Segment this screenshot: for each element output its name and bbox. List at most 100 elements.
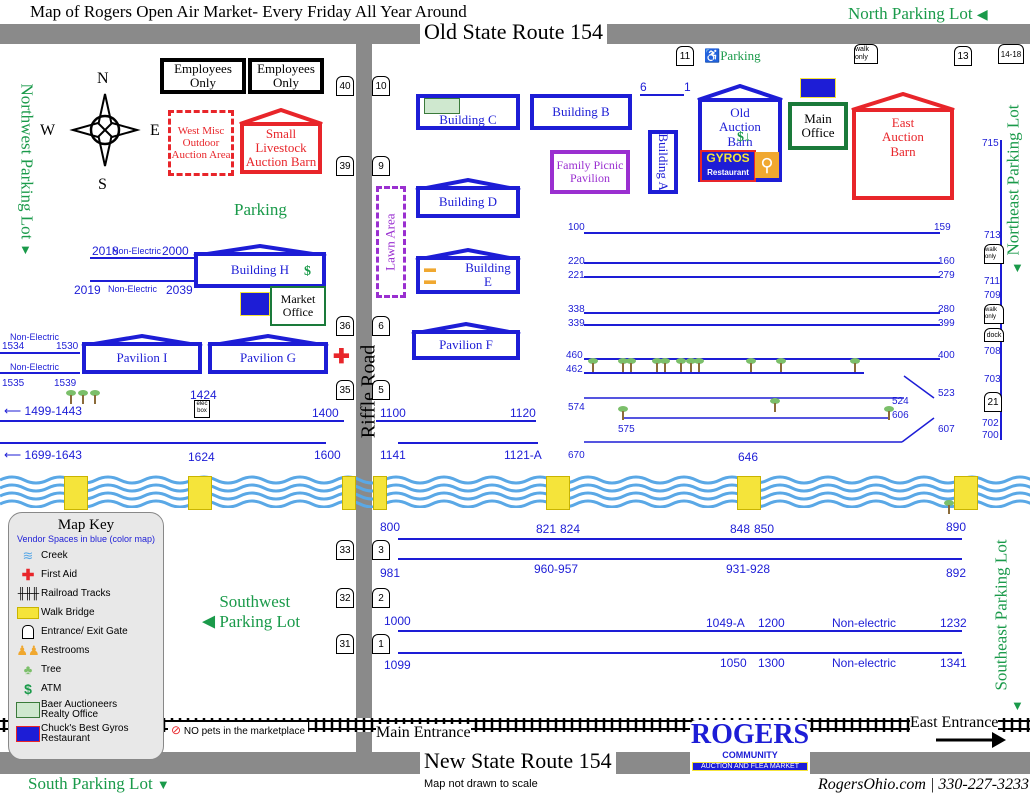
- gate-5[interactable]: 5: [372, 380, 390, 400]
- gate-14-18[interactable]: 14-18: [998, 44, 1024, 64]
- main-entrance-label: Main Entrance: [376, 724, 471, 742]
- east-entrance-arrow-icon: [936, 730, 1006, 750]
- gate-1-label: 1: [378, 638, 384, 650]
- vendor-574: 574: [568, 402, 585, 413]
- gate-3[interactable]: 3: [372, 540, 390, 560]
- tree-icon: [90, 390, 100, 404]
- southeast-arrow-icon: ▼: [1011, 698, 1024, 713]
- gate-13-label: 13: [957, 50, 969, 62]
- vendor-1049-a: 1049-A: [706, 616, 745, 630]
- vendor-100: 100: [568, 222, 585, 233]
- gate-21[interactable]: 21: [984, 392, 1002, 412]
- vendor-523: 523: [938, 388, 955, 399]
- atm-icon: $↓: [737, 130, 751, 145]
- vendor-line-221: [584, 276, 940, 278]
- map-key-subtitle: Vendor Spaces in blue (color map): [16, 534, 156, 544]
- not-to-scale-note: Map not drawn to scale: [424, 778, 538, 790]
- walk-only-label: walk only: [985, 247, 998, 260]
- tree-icon: [884, 406, 894, 420]
- gate-6[interactable]: 6: [372, 316, 390, 336]
- key-row-railroad: ╫╫╫Railroad Tracks: [15, 584, 157, 603]
- tree-icon: [850, 358, 860, 372]
- gate-36[interactable]: 36: [336, 316, 354, 336]
- rogers-logo: ROGERS COMMUNITY AUCTION AND FLEA MARKET: [690, 720, 810, 792]
- south-lot-text: South Parking Lot: [28, 774, 153, 793]
- vendor-lines-523-607: [584, 375, 935, 443]
- tree-icon: [746, 358, 756, 372]
- tree-icon: [660, 358, 670, 372]
- vendor-715: 715: [982, 138, 999, 149]
- gate-10[interactable]: 10: [372, 76, 390, 96]
- vendor-line-981: [398, 558, 962, 560]
- parking-label: Parking: [234, 200, 287, 219]
- gate-35[interactable]: 35: [336, 380, 354, 400]
- small-livestock-label: Small Livestock Auction Barn: [245, 125, 317, 170]
- gate-33[interactable]: 33: [336, 540, 354, 560]
- east-auction-label: East Auction Barn: [882, 115, 924, 159]
- vendor-279: 279: [938, 270, 955, 281]
- gate-31[interactable]: 31: [336, 634, 354, 654]
- southwest-parking-lot-label: ◀ Southwest Parking Lot: [202, 592, 323, 631]
- new-state-route-label: New State Route 154: [420, 748, 616, 774]
- key-row-gyros: Chuck's Best Gyros Restaurant: [15, 722, 157, 746]
- dock-label: dock: [986, 331, 1002, 339]
- main-office: Main Office: [788, 102, 848, 150]
- vendor-2039: 2039: [166, 283, 193, 297]
- vendor-981: 981: [380, 566, 401, 580]
- key-row-baer: Baer Auctioneers Realty Office: [15, 698, 157, 722]
- vendor-890: 890: [946, 520, 967, 534]
- vendor-1099: 1099: [384, 658, 411, 672]
- building-a: Building A: [648, 130, 678, 194]
- gate-walk-only-ne[interactable]: walk only: [984, 244, 1004, 264]
- vendor-339: 339: [568, 318, 585, 329]
- gate-9[interactable]: 9: [372, 156, 390, 176]
- vendor-non-electric-bot: Non-Electric: [108, 284, 158, 294]
- vendor-1000: 1000: [384, 614, 411, 628]
- no-pets-notice: ⊘ NO pets in the marketplace: [168, 722, 309, 738]
- gate-21-label: 21: [987, 396, 999, 408]
- southwest-lot-text: Southwest Parking Lot: [219, 592, 301, 631]
- key-atm-label: ATM: [41, 683, 62, 694]
- gate-2[interactable]: 2: [372, 588, 390, 608]
- building-e: Building E: [416, 256, 520, 294]
- vendor-606: 606: [892, 410, 909, 421]
- vendor-575: 575: [618, 424, 635, 435]
- small-livestock-roof: [239, 108, 323, 124]
- vendor-280: 280: [938, 304, 955, 315]
- gate-39[interactable]: 39: [336, 156, 354, 176]
- gate-1[interactable]: 1: [372, 634, 390, 654]
- vendor-399: 399: [938, 318, 955, 329]
- vendor-1121-a: 1121-A: [504, 448, 542, 462]
- key-row-atm: $ATM: [15, 679, 157, 698]
- gate-13[interactable]: 13: [954, 46, 972, 66]
- restrooms-icon: ⚲: [755, 152, 779, 178]
- gate-39-label: 39: [339, 160, 351, 172]
- vendor-221: 221: [568, 270, 585, 281]
- gate-32[interactable]: 32: [336, 588, 354, 608]
- gate-3-label: 3: [378, 544, 384, 556]
- gate-40[interactable]: 40: [336, 76, 354, 96]
- gate-walk-only-north[interactable]: walk only: [854, 44, 878, 64]
- baer-realty-logo: [424, 98, 460, 114]
- key-row-tree: ♣Tree: [15, 660, 157, 679]
- gate-14-18-label: 14-18: [1000, 49, 1022, 59]
- vendor-400: 400: [938, 350, 955, 361]
- key-row-walk-bridge: Walk Bridge: [15, 603, 157, 622]
- elec-box-label: elec box: [196, 401, 208, 414]
- vendor-1100: 1100: [380, 406, 406, 420]
- tree-icon: [676, 358, 686, 372]
- vendor-848: 848: [730, 522, 751, 536]
- vendor-line-462: [584, 372, 864, 374]
- north-parking-lot-label: North Parking Lot ◀: [848, 4, 988, 23]
- employees-only-label: Employees Only: [174, 60, 232, 90]
- key-walk-bridge-label: Walk Bridge: [41, 607, 95, 618]
- key-row-gate: Entrance/ Exit Gate: [15, 622, 157, 641]
- key-row-first-aid: ✚First Aid: [15, 565, 157, 584]
- restrooms-key-icon: ♟♟: [16, 642, 40, 658]
- gate-dock[interactable]: dock: [984, 328, 1004, 342]
- building-h: Building H: [194, 252, 326, 288]
- northeast-parking-lot-label: Northeast Parking Lot: [1004, 104, 1024, 255]
- pavilion-f: Pavilion F: [412, 330, 520, 360]
- gate-walk-only-e[interactable]: walk only: [984, 304, 1004, 324]
- gate-11[interactable]: 11: [676, 46, 694, 66]
